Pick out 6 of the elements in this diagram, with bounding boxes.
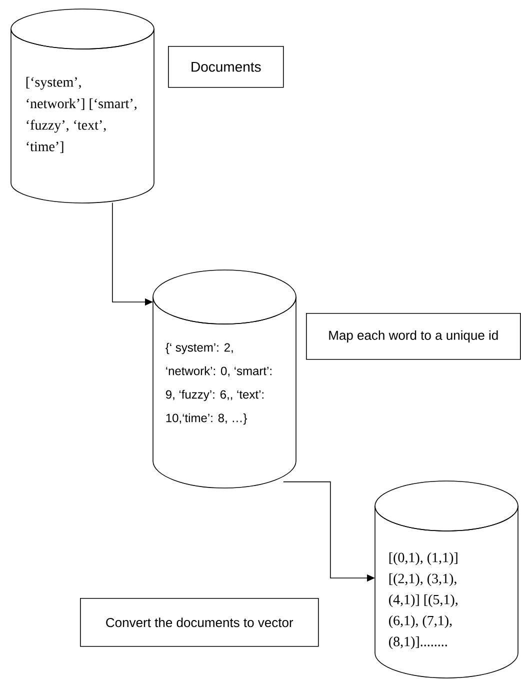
database-cylinder: [‘system’, ‘network’] [‘smart’, ‘fuzzy’, ‘text’, ‘time’] bbox=[10, 8, 154, 204]
database-cylinder: {‘ system’: 2, ‘network’: 0, ‘smart’: 9, ‘fuzzy’: 6,, ‘text’: 10,‘time’: 8, …} bbox=[152, 270, 296, 488]
label-box: Documents bbox=[168, 46, 284, 88]
database-cylinder: [(0,1), (1,1)] [(2,1), (3,1), (4,1)] [(5,1), (6,1), (7,1), (8,1)]........ bbox=[374, 480, 518, 678]
label-box: Convert the documents to vector bbox=[80, 598, 319, 647]
label-box: Map each word to a unique id bbox=[306, 313, 521, 360]
